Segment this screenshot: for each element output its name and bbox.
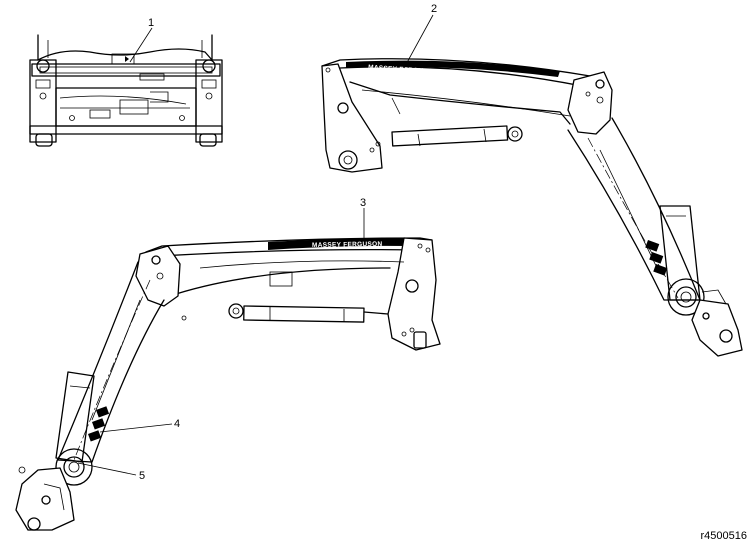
callout-1: 1 (148, 17, 154, 29)
cross-member-view (29, 34, 223, 147)
brand-decal-top: MASSEY FERGUSON (368, 64, 439, 76)
right-loader-arm (321, 58, 743, 357)
reference-code: r4500516 (700, 530, 748, 542)
callout-leaders (77, 14, 434, 476)
left-loader-arm (15, 237, 441, 531)
callout-3: 3 (360, 197, 366, 209)
callout-4: 4 (174, 418, 180, 430)
callout-2: 2 (431, 3, 437, 15)
brand-decal-bottom: MASSEY FERGUSON (312, 241, 383, 249)
callout-5: 5 (139, 470, 145, 482)
